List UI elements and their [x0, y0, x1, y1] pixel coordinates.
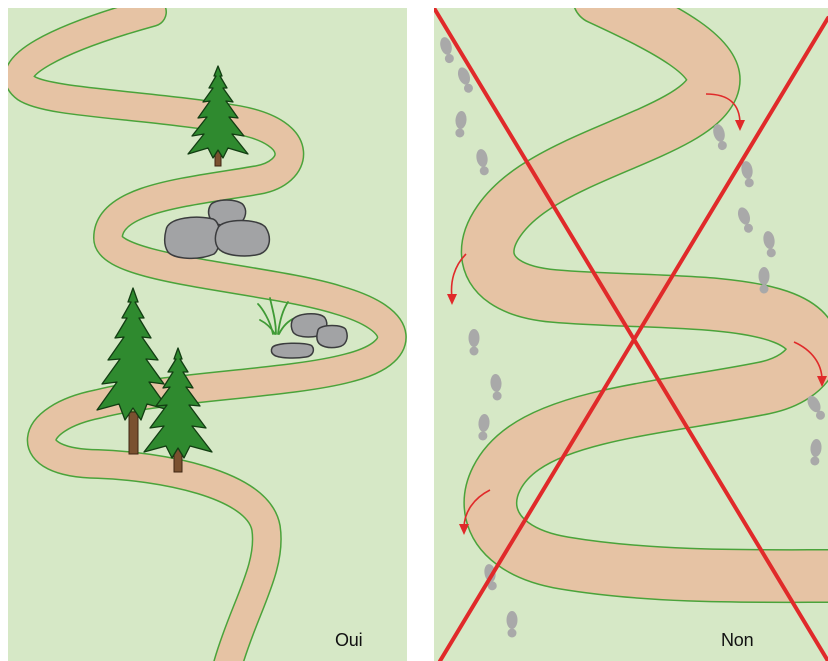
spruce-tree-icon: [96, 287, 170, 455]
footprint-icon: [440, 37, 825, 638]
rock-icon: [270, 313, 348, 359]
panel-no: Non: [434, 8, 828, 661]
panel-yes: Oui: [8, 8, 407, 661]
rock-icon: [163, 199, 271, 260]
label-no: Non: [721, 630, 754, 650]
trail: [8, 8, 407, 661]
cross-icon: [434, 8, 828, 661]
label-yes: Oui: [335, 630, 363, 650]
trail-scene-no: [434, 8, 828, 661]
trail-surface: [8, 8, 406, 661]
trail: [460, 8, 828, 604]
shortcut-arrow-icon: [447, 120, 827, 535]
grass-tuft-icon: [257, 297, 296, 335]
spruce-tree-icon: [143, 347, 213, 473]
spruce-tree-icon: [187, 65, 249, 167]
trail-surface: [462, 8, 828, 602]
trail-scene-yes: [8, 8, 407, 661]
